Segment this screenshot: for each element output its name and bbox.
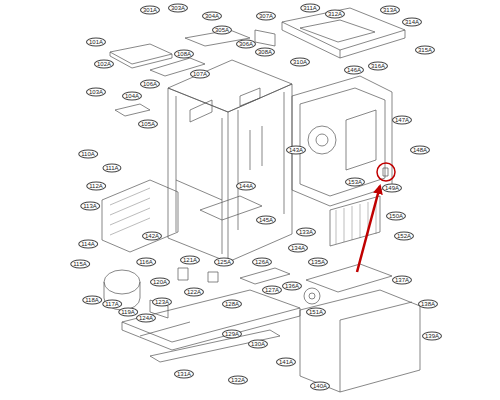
callout-number: 301A: [140, 6, 160, 15]
callout-number: 135A: [308, 258, 328, 267]
callout-number: 313A: [380, 6, 400, 15]
callout-number: 130A: [248, 340, 268, 349]
callout-number: 123A: [152, 298, 172, 307]
callout-number: 305A: [212, 26, 232, 35]
callout-number: 146A: [344, 66, 364, 75]
callout-number: 131A: [174, 370, 194, 379]
callout-number: 102A: [94, 60, 114, 69]
callout-number: 107A: [190, 70, 210, 79]
callout-number: 153A: [345, 178, 365, 187]
callout-number: 116A: [136, 258, 156, 267]
callout-number: 303A: [168, 4, 188, 13]
callout-number: 115A: [70, 260, 90, 269]
callout-number: 316A: [368, 62, 388, 71]
callout-number: 103A: [86, 88, 106, 97]
callout-number: 315A: [415, 46, 435, 55]
callout-number: 142A: [142, 232, 162, 241]
base-plate: [122, 290, 300, 350]
callout-number: 119A: [118, 308, 138, 317]
callout-number: 148A: [410, 146, 430, 155]
callout-number: 308A: [255, 48, 275, 57]
callout-number: 101A: [86, 38, 106, 47]
callout-number: 105A: [138, 120, 158, 129]
callout-number: 150A: [386, 212, 406, 221]
pointer-arrow: [357, 186, 380, 272]
callout-number: 108A: [174, 50, 194, 59]
callout-number: 147A: [392, 116, 412, 125]
callout-number: 149A: [382, 184, 402, 193]
callout-number: 126A: [252, 258, 272, 267]
callout-number: 112A: [86, 182, 106, 191]
callout-number: 134A: [288, 244, 308, 253]
callout-number: 136A: [282, 282, 302, 291]
callout-number: 121A: [180, 256, 200, 265]
callout-number: 129A: [222, 330, 242, 339]
callout-number: 152A: [394, 232, 414, 241]
callout-number: 307A: [256, 12, 276, 21]
callout-number: 106A: [140, 80, 160, 89]
cabinet-front: [168, 88, 228, 262]
evaporator: [330, 196, 380, 246]
callout-number: 151A: [306, 308, 326, 317]
highlight-circle: [377, 163, 395, 181]
callout-number: 133A: [296, 228, 316, 237]
callout-number: 143A: [286, 146, 306, 155]
evaporator-cover: [292, 76, 392, 206]
callout-number: 117A: [102, 300, 122, 309]
callout-number: 314A: [402, 18, 422, 27]
callout-number: 141A: [276, 358, 296, 367]
callout-number: 127A: [262, 286, 282, 295]
callout-number: 138A: [418, 300, 438, 309]
callout-number: 104A: [122, 92, 142, 101]
callout-number: 125A: [214, 258, 234, 267]
callout-number: 312A: [325, 10, 345, 19]
callout-number: 124A: [136, 314, 156, 323]
callout-number: 310A: [290, 58, 310, 67]
callout-number: 304A: [202, 12, 222, 21]
cabinet-side: [228, 84, 292, 262]
top-cover: [282, 8, 405, 58]
callout-number: 137A: [392, 276, 412, 285]
compressor: [104, 270, 140, 294]
callout-number: 145A: [256, 216, 276, 225]
callout-number: 120A: [150, 278, 170, 287]
callout-number: 111A: [102, 164, 121, 173]
callout-number: 311A: [300, 4, 320, 13]
callout-number: 132A: [228, 376, 248, 385]
callout-number: 110A: [78, 150, 98, 159]
shelf: [110, 44, 172, 68]
callout-number: 118A: [82, 296, 102, 305]
callout-number: 139A: [422, 332, 442, 341]
callout-number: 114A: [78, 240, 98, 249]
callout-number: 113A: [80, 202, 100, 211]
callout-number: 306A: [236, 40, 256, 49]
callout-number: 144A: [236, 182, 256, 191]
crisper-housing: [300, 290, 420, 392]
callout-number: 140A: [310, 382, 330, 391]
callout-number: 122A: [184, 288, 204, 297]
cabinet-top: [168, 60, 292, 112]
back-panel: [102, 180, 178, 252]
callout-number: 128A: [222, 300, 242, 309]
